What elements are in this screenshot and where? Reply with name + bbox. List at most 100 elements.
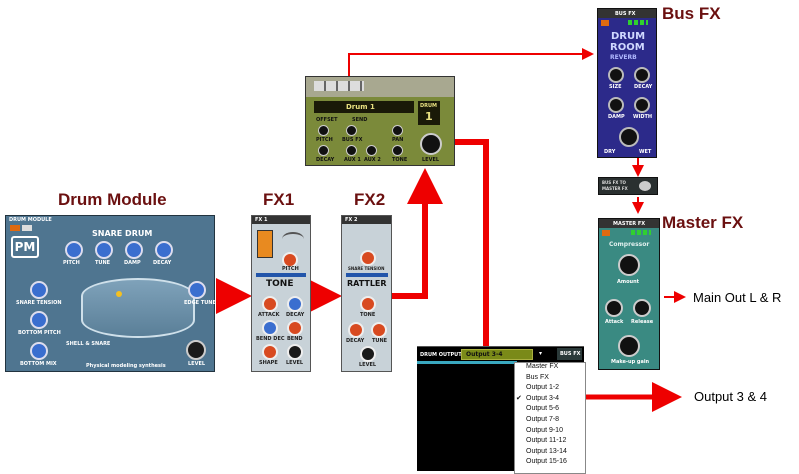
bus-fx-size-knob[interactable]	[608, 67, 624, 83]
snare-indicator-icon	[116, 291, 122, 297]
dropdown-option-label: Output 1-2	[526, 384, 560, 392]
mixer-level-label: LEVEL	[422, 157, 440, 163]
drum-module-menu-button[interactable]	[22, 225, 32, 231]
mixer-drum-number-display	[418, 101, 440, 125]
fx1-pitch-knob[interactable]	[282, 252, 298, 268]
mixer-pan-knob[interactable]	[392, 125, 403, 136]
fx2-decay-knob[interactable]	[348, 322, 364, 338]
bottom-pitch-label: BOTTOM PITCH	[18, 330, 61, 336]
bottom-mix-knob[interactable]	[30, 342, 48, 360]
drum-module-title: Drum Module	[58, 190, 167, 209]
bottom-pitch-knob[interactable]	[30, 311, 48, 329]
bus-fx-brand-3: REVERB	[610, 54, 637, 61]
bus-fx-dry-label: DRY	[604, 149, 616, 155]
top-knob-row: PITCH TUNE DAMP DECAY	[61, 241, 191, 273]
fx1-selector-buttons[interactable]	[257, 230, 273, 258]
mixer-pan-label: PAN	[392, 137, 404, 143]
mixer-offset-label: OFFSET	[316, 117, 338, 123]
master-fx-amount-knob[interactable]	[618, 254, 640, 276]
dropdown-option[interactable]: Output 5-6	[516, 404, 586, 415]
level-label: LEVEL	[188, 361, 206, 367]
fx2-decay-label: DECAY	[346, 338, 365, 344]
snare-tension-label: SNARE TENSION	[16, 300, 62, 306]
mixer-level-knob[interactable]	[420, 133, 442, 155]
master-fx-attack-knob[interactable]	[605, 299, 623, 317]
master-fx-makeup-label: Make-up gain	[611, 359, 650, 365]
fx2-level-label: LEVEL	[359, 362, 377, 368]
dropdown-option[interactable]: Output 7-8	[516, 415, 586, 426]
snare-tension-knob[interactable]	[30, 281, 48, 299]
master-fx-release-knob[interactable]	[633, 299, 651, 317]
fx1-shape-knob[interactable]	[262, 344, 278, 360]
pitch-label: PITCH	[63, 260, 80, 266]
checkmark-icon: ✔	[516, 394, 522, 402]
arrow-mixer-to-output	[455, 139, 489, 346]
bus-fx-decay-label: DECAY	[634, 84, 653, 90]
master-fx-led-icon	[631, 230, 651, 235]
dropdown-option[interactable]: Output 11-12	[516, 436, 586, 447]
fx2-tone-knob[interactable]	[360, 296, 376, 312]
drum-module-power-button[interactable]	[10, 225, 20, 231]
fx2-level-knob[interactable]	[360, 346, 376, 362]
mixer-aux2-label: AUX 2	[364, 157, 381, 163]
pm-logo: PM	[11, 236, 39, 258]
fx2-tension-knob[interactable]	[360, 250, 376, 266]
fx1-bend-knob[interactable]	[287, 320, 303, 336]
mixer-drum-number: 1	[425, 110, 433, 123]
mixer-aux2-knob[interactable]	[366, 145, 377, 156]
mixer-name-display[interactable]	[314, 101, 414, 113]
main-out-label: Main Out L & R	[693, 290, 782, 305]
mixer-tone-knob[interactable]	[392, 145, 403, 156]
damp-knob[interactable]	[125, 241, 143, 259]
master-fx-makeup-knob[interactable]	[618, 335, 640, 357]
fx2-tension-label: SNARE TENSION	[348, 266, 385, 271]
drum-output-side-label: BUS FX	[560, 351, 581, 357]
tune-knob[interactable]	[95, 241, 113, 259]
dropdown-option[interactable]: Output 13-14	[516, 447, 586, 458]
bus-fx-dry-wet-knob[interactable]	[619, 127, 639, 147]
bus-to-master-label: BUS FX TO MASTER FX	[602, 180, 628, 191]
dropdown-option[interactable]: ✔Output 3-4	[516, 394, 586, 405]
fx2-name: RATTLER	[347, 279, 387, 288]
drum-output-select[interactable]: Output 3-4	[461, 349, 533, 360]
dropdown-option[interactable]: Bus FX	[516, 373, 586, 384]
dropdown-option-label: Output 15-16	[526, 458, 567, 466]
master-fx-power-button[interactable]	[602, 230, 610, 236]
bus-fx-width-knob[interactable]	[634, 97, 650, 113]
bus-fx-damp-knob[interactable]	[608, 97, 624, 113]
dropdown-option[interactable]: Output 9-10	[516, 426, 586, 437]
fx1-decay-knob[interactable]	[287, 296, 303, 312]
fx1-decay-label: DECAY	[286, 312, 305, 318]
fx1-bend-dec-knob[interactable]	[262, 320, 278, 336]
bus-fx-title: Bus FX	[662, 4, 721, 23]
dropdown-option[interactable]: Master FX	[516, 362, 586, 373]
mixer-name: Drum 1	[346, 103, 375, 111]
bus-fx-decay-knob[interactable]	[634, 67, 650, 83]
dropdown-option[interactable]: Output 1-2	[516, 383, 586, 394]
mixer-bus-fx-label: BUS FX	[342, 137, 363, 143]
bus-fx-brand-2: ROOM	[610, 42, 645, 53]
fx2-tune-knob[interactable]	[371, 322, 387, 338]
mixer-aux1-knob[interactable]	[346, 145, 357, 156]
mixer-tab-buttons[interactable]	[314, 81, 364, 91]
edge-tune-knob[interactable]	[188, 281, 206, 299]
fx1-level-label: LEVEL	[286, 360, 304, 366]
bus-fx-damp-label: DAMP	[608, 114, 625, 120]
fx1-attack-knob[interactable]	[262, 296, 278, 312]
bus-fx-panel: BUS FX DRUM ROOM REVERB SIZE DECAY DAMP …	[597, 8, 657, 158]
fx1-level-knob[interactable]	[287, 344, 303, 360]
mixer-drum-label: DRUM	[420, 103, 438, 109]
decay-knob[interactable]	[155, 241, 173, 259]
bus-fx-power-button[interactable]	[601, 20, 609, 26]
mixer-decay-knob[interactable]	[318, 145, 329, 156]
pitch-knob[interactable]	[65, 241, 83, 259]
level-knob[interactable]	[186, 340, 206, 360]
bus-to-master-toggle[interactable]: BUS FX TO MASTER FX	[598, 177, 658, 195]
bus-fx-width-label: WIDTH	[633, 114, 653, 120]
mixer-bus-fx-knob[interactable]	[346, 125, 357, 136]
mixer-channel-panel: Drum 1 DRUM 1 OFFSET SEND PITCH BUS FX P…	[305, 76, 455, 166]
chevron-down-icon[interactable]: ▾	[539, 350, 543, 357]
master-fx-attack-label: Attack	[605, 319, 624, 325]
dropdown-option[interactable]: Output 15-16	[516, 457, 586, 468]
mixer-pitch-knob[interactable]	[318, 125, 329, 136]
